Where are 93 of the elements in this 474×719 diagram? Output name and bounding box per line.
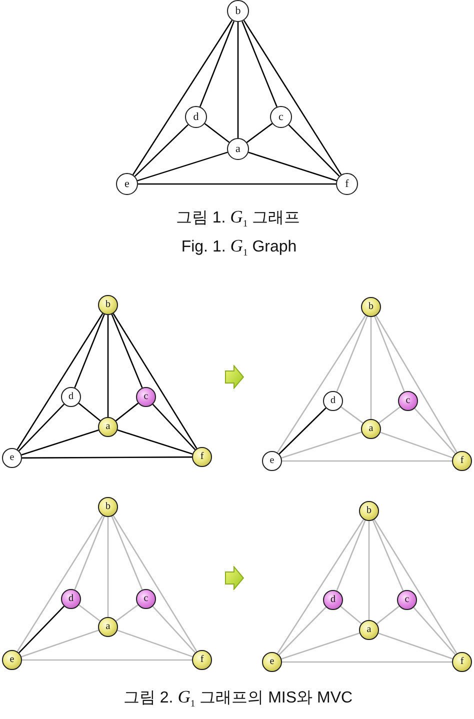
edge-line <box>276 315 366 453</box>
graph-vertex: c <box>136 387 156 407</box>
edge-line <box>116 604 138 622</box>
edge-line <box>111 516 143 590</box>
graph-vertex: f <box>452 652 472 672</box>
edge-line <box>278 408 326 454</box>
graph-vertex: e <box>2 448 22 468</box>
edge-line <box>336 316 368 392</box>
edge-line <box>276 519 364 654</box>
edge-line <box>374 316 405 392</box>
edge-line <box>74 314 105 388</box>
edge-line <box>340 406 364 424</box>
edge-line <box>137 152 228 182</box>
edge-line <box>18 404 65 452</box>
edge-line <box>111 314 143 388</box>
edge-line <box>336 520 366 591</box>
edge-line <box>372 520 404 592</box>
edge-line <box>413 607 456 655</box>
edge-line <box>378 632 453 660</box>
graph-vertex: b <box>98 497 118 517</box>
edge-line <box>78 604 100 622</box>
graph-vertex: f <box>452 451 472 471</box>
graph-vertex: f <box>192 650 212 670</box>
graph-vertex: b <box>361 297 381 317</box>
graph-vertex: d <box>323 391 343 411</box>
graph-vertex: b <box>227 0 249 22</box>
edge-line <box>18 606 65 654</box>
graph-vertex: b <box>359 501 379 521</box>
graph-vertex: a <box>227 138 249 160</box>
graph-vertex: d <box>61 387 81 407</box>
graph-vertex: f <box>336 173 358 195</box>
graph-vertex: c <box>397 590 417 610</box>
edge-line <box>281 632 360 660</box>
edge-line <box>288 124 340 177</box>
edge-line <box>278 606 326 656</box>
edge-line <box>376 606 400 624</box>
edge-line <box>281 431 362 459</box>
edge-line <box>112 313 198 449</box>
edge-line <box>74 516 105 590</box>
edge-line <box>21 630 99 658</box>
graph-vertex: a <box>98 617 118 637</box>
edge-line <box>21 429 99 456</box>
edge-line <box>380 432 453 458</box>
edge-line <box>78 402 101 422</box>
edge-line <box>152 606 196 654</box>
graph-vertex: d <box>185 106 207 128</box>
edge-line <box>242 20 278 108</box>
edge-line <box>22 659 192 661</box>
graph-vertex: e <box>2 650 22 670</box>
graph-vertex: d <box>61 589 81 609</box>
edge-line <box>248 152 337 182</box>
graph-vertex: f <box>192 447 212 467</box>
edge-line <box>16 313 104 450</box>
edge-line <box>414 408 456 454</box>
edge-line <box>243 20 342 176</box>
figure-caption: 그림 1. G$_{1}$ 그래프 <box>176 206 300 230</box>
graph-vertex: c <box>136 589 156 609</box>
edge-line <box>112 515 198 652</box>
graph-vertex: e <box>262 652 282 672</box>
graph-vertex: e <box>116 173 138 195</box>
graph-vertex: a <box>359 620 379 640</box>
edge-line <box>107 517 109 617</box>
graph-vertex: a <box>98 417 118 437</box>
edge-line <box>237 22 239 138</box>
edge-line <box>340 606 362 624</box>
edge-line <box>115 402 139 422</box>
graph-vertex: a <box>361 419 381 439</box>
edge-line <box>246 123 273 143</box>
edge-line <box>132 20 233 176</box>
edge-line <box>138 183 336 185</box>
edge-line <box>282 460 452 462</box>
edge-line <box>107 315 109 417</box>
graph-vertex: b <box>98 295 118 315</box>
edge-line <box>16 515 104 652</box>
edge-line <box>378 406 400 424</box>
edge-line <box>117 429 193 455</box>
figure-caption: Fig. 1. G$_{1}$ Graph <box>181 235 297 259</box>
edge-line <box>374 519 458 654</box>
graph-vertex: c <box>270 106 292 128</box>
edge-line <box>370 317 372 419</box>
edge-line <box>199 20 235 108</box>
edge-line <box>376 315 458 453</box>
edge-line <box>152 404 196 450</box>
edge-line <box>368 521 370 620</box>
graph-vertex: d <box>323 590 343 610</box>
figure-caption: 그림 2. G$_{1}$ 그래프의 MIS와 MVC <box>123 686 353 710</box>
graph-vertex: e <box>262 451 282 471</box>
edge-line <box>282 661 452 663</box>
graph-vertex: c <box>398 391 418 411</box>
edge-line <box>204 123 230 143</box>
edge-line <box>22 456 192 459</box>
edge-line <box>117 630 193 658</box>
edge-line <box>134 124 189 177</box>
